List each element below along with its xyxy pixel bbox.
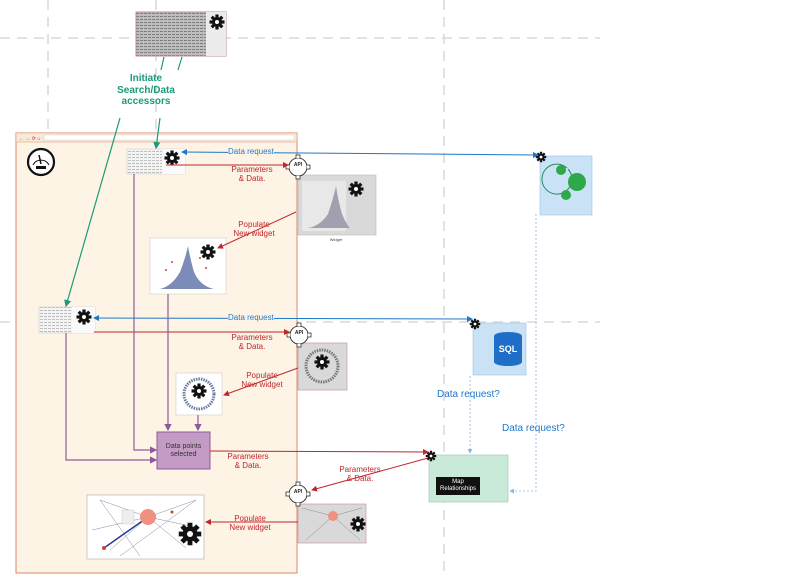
map-node[interactable] — [428, 454, 509, 503]
populate-label-3: Populate New widget — [229, 514, 271, 533]
parameters-label-3: Parameters & Data. — [227, 452, 269, 471]
data-request-q-label-2: Data request? — [502, 423, 565, 434]
parameters-label-2: Parameters & Data. — [231, 333, 273, 352]
selection-flow-lines — [65, 174, 202, 464]
data-request-label-2: Data request — [228, 313, 274, 323]
grid-widget-1[interactable] — [126, 148, 186, 175]
initiate-arrows — [64, 56, 183, 308]
parameter-lines — [94, 162, 429, 525]
volcano-template-caption: Widget — [330, 237, 343, 242]
volcano-widget-template[interactable] — [297, 174, 377, 236]
grid-widget-2[interactable] — [38, 306, 96, 334]
network-widget-template[interactable] — [297, 503, 367, 544]
sql-node[interactable] — [472, 322, 527, 376]
volcano-widget[interactable] — [149, 237, 227, 295]
api-label-3: API — [293, 489, 303, 495]
api-label-2: API — [294, 330, 304, 336]
parameters-label-4: Parameters & Data. — [339, 465, 381, 484]
sql-label: SQL — [498, 344, 518, 354]
circular-widget[interactable] — [175, 372, 223, 416]
circular-widget-template[interactable] — [297, 342, 348, 391]
initiate-label: Initiate Search/Data accessors — [117, 73, 175, 107]
database-node[interactable] — [539, 155, 593, 216]
data-points-box[interactable] — [156, 431, 211, 470]
database-gear-icon — [535, 151, 547, 163]
api-label-1: API — [293, 162, 303, 168]
parameters-label-1: Parameters & Data. — [231, 165, 273, 184]
data-request-q-label-1: Data request? — [437, 389, 500, 400]
data-points-label: Data points selected — [165, 443, 202, 459]
populate-label-1: Populate New widget — [233, 220, 275, 239]
data-request-label-1: Data request — [228, 147, 274, 157]
top-grid-widget[interactable] — [135, 11, 227, 57]
dashboard-gauge-icon — [26, 147, 56, 177]
sql-gear-icon — [469, 318, 481, 330]
svg-text:← → ⟳ ⌂: ← → ⟳ ⌂ — [19, 136, 40, 142]
data-request-dotted — [467, 214, 537, 494]
populate-label-2: Populate New widget — [241, 371, 283, 390]
network-widget[interactable] — [86, 494, 205, 560]
map-relationships-label: Map Relationships — [439, 479, 477, 492]
browser-bar: ← → ⟳ ⌂ — [15, 132, 298, 143]
